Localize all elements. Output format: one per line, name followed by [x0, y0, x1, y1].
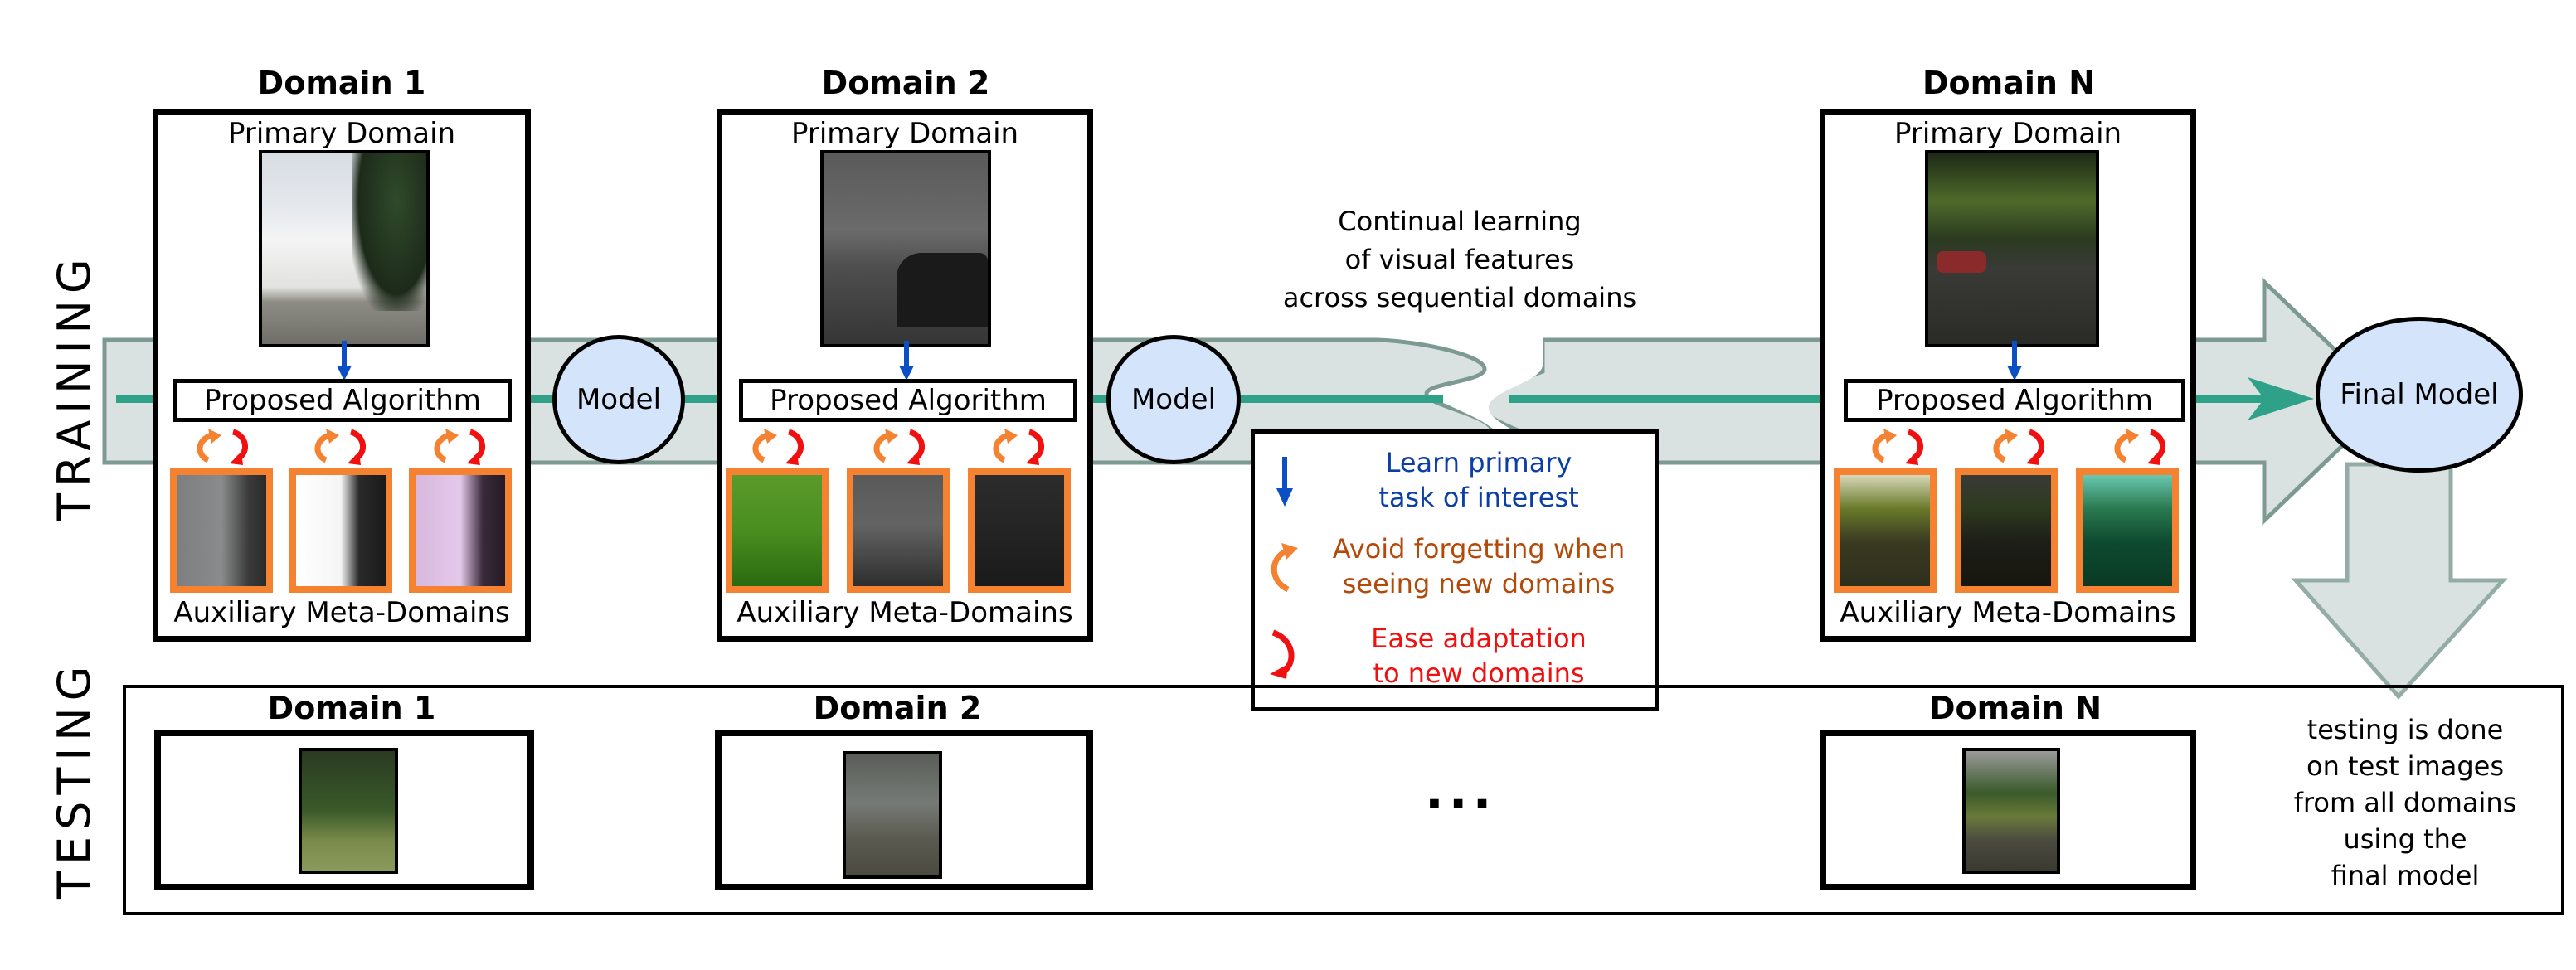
aux-image-3	[409, 468, 512, 593]
proposed-algorithm-box: Proposed Algorithm	[1844, 379, 2185, 422]
model-node-2: Model	[1106, 335, 1241, 464]
legend-adapt-line-2: to new domains	[1373, 657, 1585, 689]
forget-adapt-cycle-icon	[434, 429, 485, 465]
testing-note-line-1: testing is done	[2306, 714, 2504, 745]
forget-adapt-cycle-icon	[1872, 429, 1923, 465]
auxiliary-meta-domains-label: Auxiliary Meta-Domains	[1840, 596, 2176, 629]
down-arrow-icon	[2007, 341, 2022, 381]
aux-image-2	[289, 468, 392, 593]
legend-primary-task: Learn primary task of interest	[1305, 445, 1653, 515]
down-arrow-icon	[899, 341, 914, 381]
primary-image	[1925, 150, 2099, 347]
testing-note-line-2: on test images	[2306, 750, 2504, 782]
orange-curved-arrow-icon	[1271, 543, 1298, 593]
aux-image-3	[968, 468, 1071, 593]
auxiliary-meta-domains-label: Auxiliary Meta-Domains	[736, 596, 1073, 629]
forget-adapt-cycle-icon	[314, 429, 366, 465]
down-arrow-icon	[1276, 457, 1293, 507]
legend-ease-adaptation: Ease adaptation to new domains	[1305, 621, 1653, 691]
testing-domain-n-title: Domain N	[1929, 690, 2102, 726]
red-curved-arrow-icon	[1270, 629, 1295, 679]
training-domain-n-title: Domain N	[1922, 65, 2095, 101]
training-domain-2-title: Domain 2	[821, 65, 990, 101]
testing-domain-1-title: Domain 1	[267, 690, 436, 726]
aux-image-3	[2076, 468, 2179, 593]
test-image	[299, 748, 398, 874]
testing-note-line-3: from all domains	[2293, 787, 2517, 818]
forget-adapt-cycle-icon	[197, 429, 248, 465]
forget-adapt-cycle-icon	[752, 429, 804, 465]
legend-avoid-forgetting: Avoid forgetting when seeing new domains	[1305, 531, 1653, 601]
forget-adapt-cycle-icon	[1993, 429, 2044, 465]
training-domain-n-box: Primary Domain Proposed Algorithm Auxili…	[1820, 109, 2196, 642]
down-arrow-icon	[337, 341, 352, 381]
legend-primary-line-1: Learn primary	[1385, 447, 1572, 478]
testing-down-arrow	[2291, 462, 2508, 700]
legend-forget-line-1: Avoid forgetting when	[1332, 533, 1626, 565]
forget-adapt-cycle-icon	[873, 429, 925, 465]
cycle-arrows-row	[175, 427, 515, 467]
aux-image-2	[847, 468, 950, 593]
testing-label: TESTING	[48, 659, 100, 899]
primary-domain-label: Primary Domain	[1893, 117, 2122, 150]
primary-image	[259, 150, 430, 347]
continual-line-2: of visual features	[1344, 244, 1575, 275]
flow-arrowhead	[2248, 377, 2314, 420]
testing-note: testing is done on test images from all …	[2256, 711, 2554, 894]
more-domains-ellipsis: ...	[1425, 763, 1497, 821]
testing-note-line-5: final model	[2331, 860, 2480, 891]
primary-image	[820, 150, 991, 347]
test-image	[1962, 748, 2060, 874]
continual-line-3: across sequential domains	[1282, 282, 1637, 313]
cycle-arrows-row	[739, 427, 1079, 467]
forget-adapt-cycle-icon	[993, 429, 1044, 465]
test-image	[843, 751, 942, 879]
testing-domain-2-box	[715, 730, 1093, 890]
aux-image-2	[1955, 468, 2058, 593]
proposed-algorithm-box: Proposed Algorithm	[173, 379, 512, 422]
legend-forget-line-2: seeing new domains	[1342, 568, 1616, 599]
final-model-node: Final Model	[2316, 317, 2523, 473]
primary-domain-label: Primary Domain	[227, 117, 456, 150]
testing-note-line-4: using the	[2343, 823, 2467, 855]
auxiliary-meta-domains-label: Auxiliary Meta-Domains	[173, 596, 510, 629]
testing-domain-2-title: Domain 2	[813, 690, 982, 726]
continual-learning-text: Continual learning of visual features ac…	[1227, 202, 1692, 317]
proposed-algorithm-box: Proposed Algorithm	[739, 379, 1077, 422]
legend-adapt-line-1: Ease adaptation	[1371, 623, 1587, 654]
legend-box: Learn primary task of interest Avoid for…	[1251, 429, 1659, 711]
model-node-1: Model	[552, 335, 685, 464]
training-domain-2-box: Primary Domain Proposed Algorithm Auxili…	[717, 109, 1093, 642]
testing-panel	[123, 685, 2564, 915]
aux-image-1	[1834, 468, 1937, 593]
aux-image-1	[170, 468, 273, 593]
testing-domain-n-box	[1820, 730, 2196, 890]
continual-line-1: Continual learning	[1338, 206, 1582, 237]
legend-primary-line-2: task of interest	[1378, 482, 1579, 513]
training-label: TRAINING	[48, 252, 100, 521]
training-domain-1-title: Domain 1	[257, 65, 426, 101]
testing-domain-1-box	[154, 730, 534, 890]
training-domain-1-box: Primary Domain Proposed Algorithm Auxili…	[153, 109, 531, 642]
aux-image-1	[726, 468, 829, 593]
forget-adapt-cycle-icon	[2114, 429, 2165, 465]
cycle-arrows-row	[1842, 427, 2182, 467]
primary-domain-label: Primary Domain	[790, 117, 1019, 150]
